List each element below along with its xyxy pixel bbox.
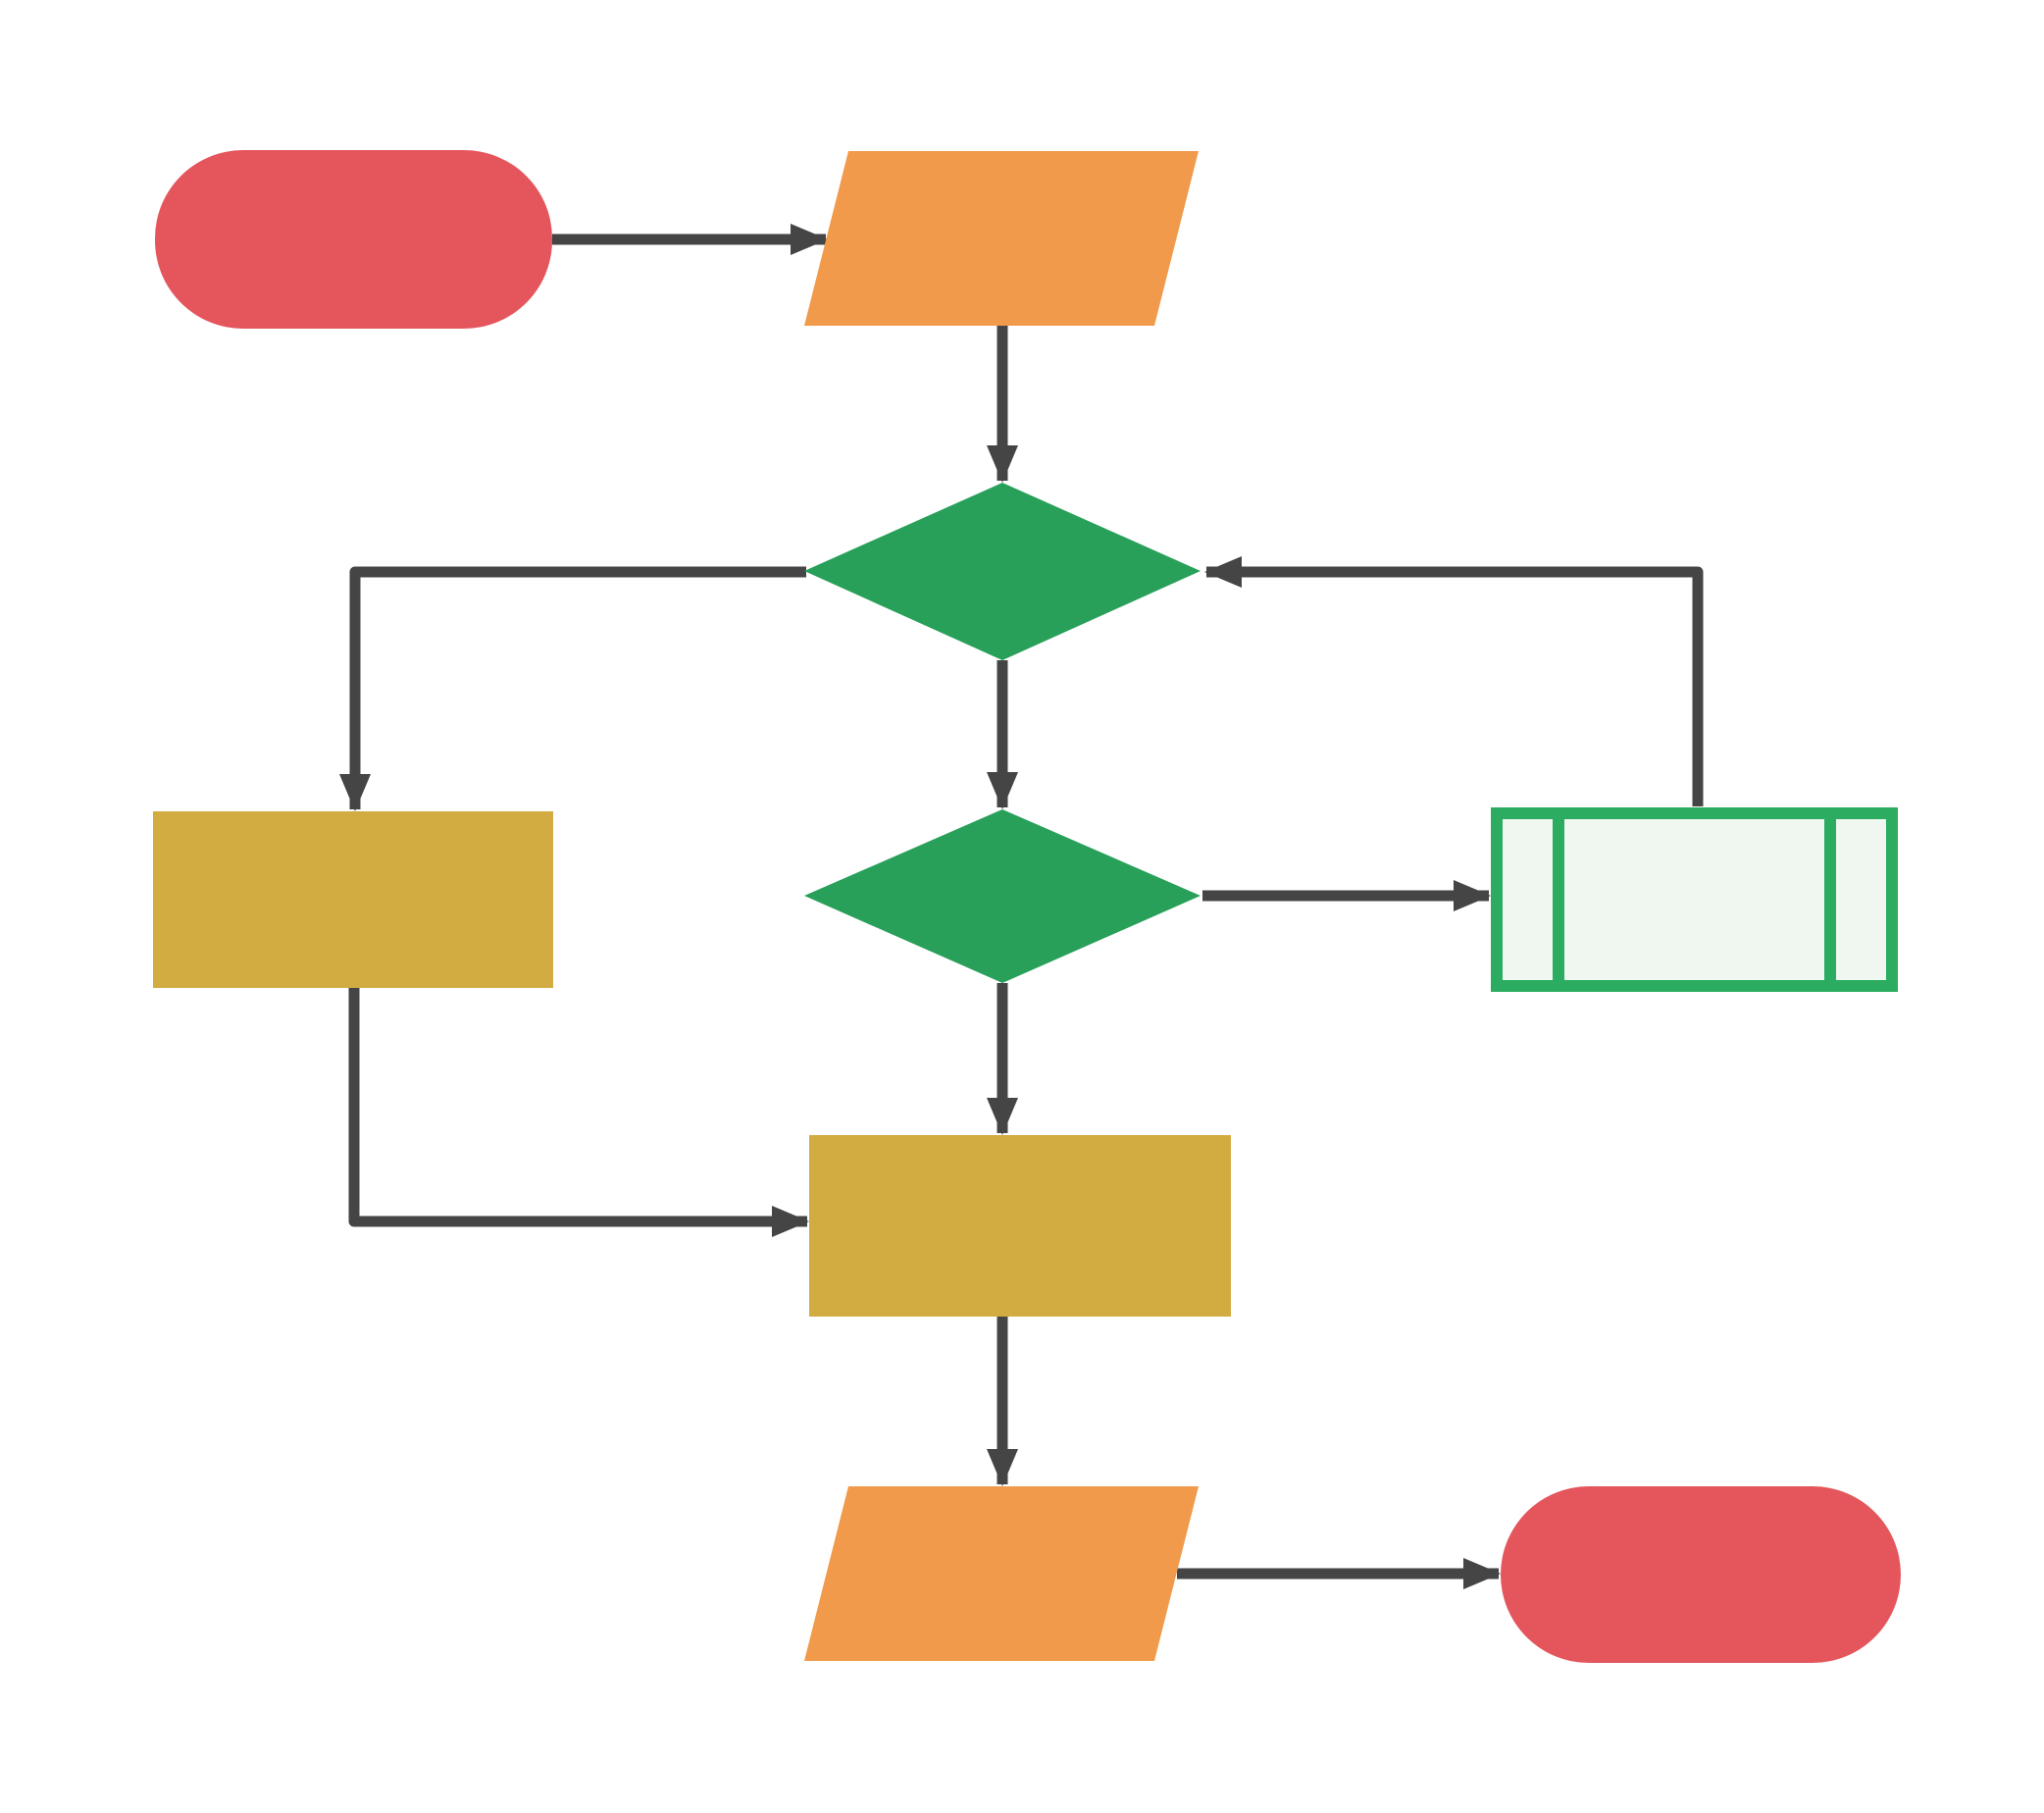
connector-decision-1-to-process-left	[339, 566, 806, 811]
start-terminator-node	[155, 150, 552, 329]
predefined-process-node	[1491, 807, 1898, 992]
decision-2-diamond-node	[804, 809, 1201, 983]
connector-process-left-to-process-middle	[348, 988, 809, 1237]
input-top-parallelogram-node	[804, 151, 1199, 326]
end-terminator-node	[1501, 1486, 1901, 1663]
process-middle-rectangle-node	[809, 1135, 1231, 1317]
connectors	[339, 224, 1704, 1589]
decision-1-diamond-node	[804, 483, 1201, 660]
output-bottom-parallelogram-node	[804, 1486, 1199, 1661]
connector-predefined-process-to-decision-1	[1204, 556, 1704, 806]
process-left-rectangle-node	[153, 811, 553, 988]
nodes	[153, 150, 1901, 1663]
